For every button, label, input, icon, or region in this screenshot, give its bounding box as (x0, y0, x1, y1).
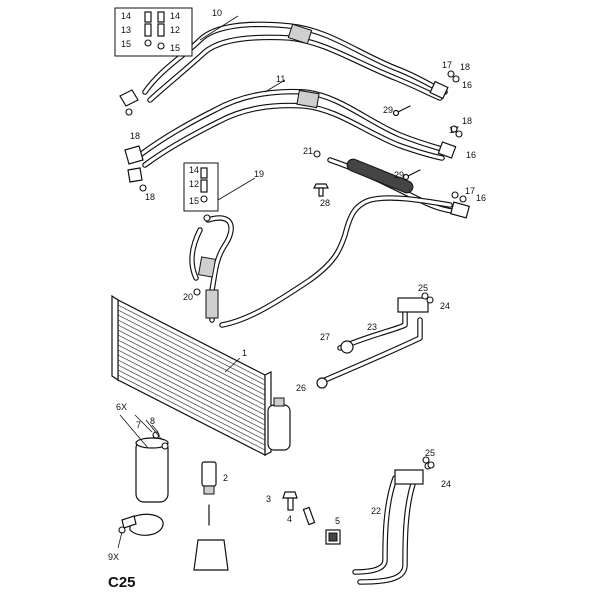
label-13: 13 (121, 25, 131, 35)
screw-29-upper[interactable] (392, 105, 411, 117)
clip-5[interactable] (325, 529, 341, 545)
label-23: 23 (367, 322, 377, 332)
label-8: 8 (150, 416, 155, 426)
label-20: 20 (183, 292, 193, 302)
liquid-line-21[interactable] (313, 150, 471, 219)
bracket-9x[interactable] (118, 513, 164, 536)
condenser-1[interactable] (111, 294, 291, 456)
label-24: 24 (441, 479, 451, 489)
label-18: 18 (460, 62, 470, 72)
o-rings-right (421, 70, 467, 469)
screw-29-lower[interactable] (402, 169, 421, 181)
bolt-28[interactable] (313, 183, 329, 197)
label-21: 21 (303, 146, 313, 156)
label-14: 14 (170, 11, 180, 21)
label-17: 17 (449, 125, 459, 135)
label-6x: 6X (116, 402, 127, 412)
label-12: 12 (170, 25, 180, 35)
label-28: 28 (320, 198, 330, 208)
label-16: 16 (466, 150, 476, 160)
label-27: 27 (320, 332, 330, 342)
label-5: 5 (335, 516, 340, 526)
condenser-fins (117, 304, 266, 451)
label-22: 22 (371, 506, 381, 516)
fitting-inset-middle (183, 162, 219, 212)
label-7: 7 (136, 420, 141, 430)
label-26: 26 (296, 383, 306, 393)
label-25: 25 (418, 283, 428, 293)
label-14: 14 (121, 11, 131, 21)
label-24: 24 (440, 301, 450, 311)
label-2: 2 (223, 473, 228, 483)
diagram-code: C25 (108, 574, 136, 591)
label-29: 29 (394, 170, 404, 180)
bolt-3[interactable] (282, 491, 298, 511)
label-15: 15 (170, 43, 180, 53)
label-3: 3 (266, 494, 271, 504)
line-assembly-22[interactable] (352, 462, 432, 585)
label-1: 1 (242, 348, 247, 358)
label-18: 18 (145, 192, 155, 202)
label-12: 12 (189, 179, 199, 189)
part-labels: 14 13 15 14 12 15 10 17 18 16 11 29 18 1… (108, 8, 486, 591)
label-16: 16 (476, 193, 486, 203)
fitting-inset-top (114, 7, 193, 57)
label-17: 17 (465, 186, 475, 196)
hose-assembly-11[interactable] (124, 88, 457, 192)
label-17: 17 (442, 60, 452, 70)
label-4: 4 (287, 514, 292, 524)
leader-lines (117, 15, 286, 549)
label-19: 19 (254, 169, 264, 179)
label-15: 15 (121, 39, 131, 49)
label-16: 16 (462, 80, 472, 90)
label-29: 29 (383, 105, 393, 115)
label-10: 10 (212, 8, 222, 18)
label-25: 25 (425, 448, 435, 458)
line-assembly-23[interactable] (316, 297, 429, 389)
receiver-drier-6x[interactable] (135, 431, 169, 503)
label-18: 18 (130, 131, 140, 141)
hose-assembly-19[interactable] (189, 195, 453, 328)
label-15: 15 (189, 196, 199, 206)
screw-4[interactable] (302, 506, 316, 526)
label-18: 18 (462, 116, 472, 126)
label-14: 14 (189, 165, 199, 175)
pressure-switch-2[interactable] (193, 461, 229, 571)
label-9x: 9X (108, 552, 119, 562)
label-11: 11 (276, 74, 285, 84)
